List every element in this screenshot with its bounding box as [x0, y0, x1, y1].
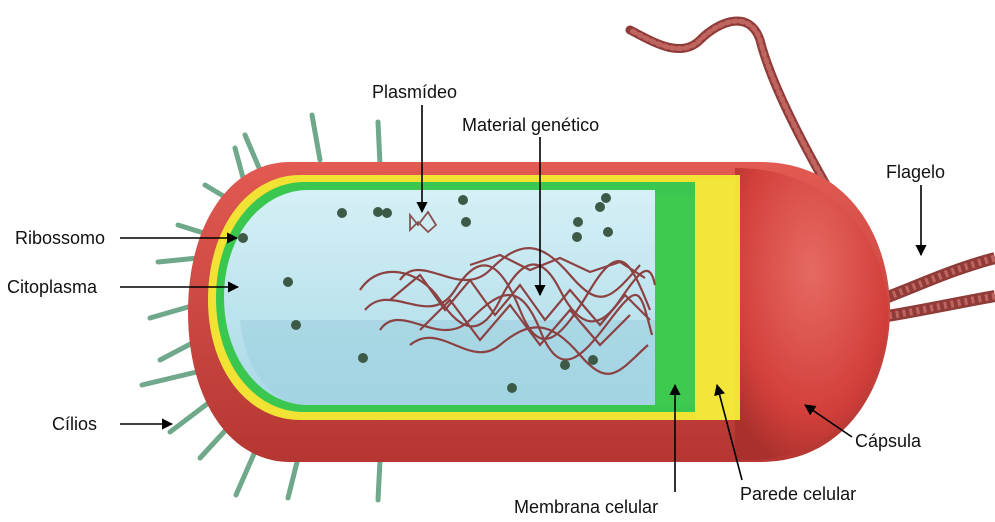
genetic-material-label: Material genético [462, 115, 599, 135]
cell-wall-label: Parede celular [740, 484, 856, 504]
cell-membrane-label: Membrana celular [514, 497, 658, 517]
ribosome-label: Ribossomo [15, 228, 105, 248]
membrane-cut-face [655, 195, 695, 407]
capsule-label: Cápsula [855, 431, 921, 451]
cytoplasm-label: Citoplasma [7, 277, 97, 297]
flagellum-label: Flagelo [886, 162, 945, 182]
cilia-label: Cílios [52, 414, 97, 434]
plasmid-label: Plasmídeo [372, 82, 457, 102]
